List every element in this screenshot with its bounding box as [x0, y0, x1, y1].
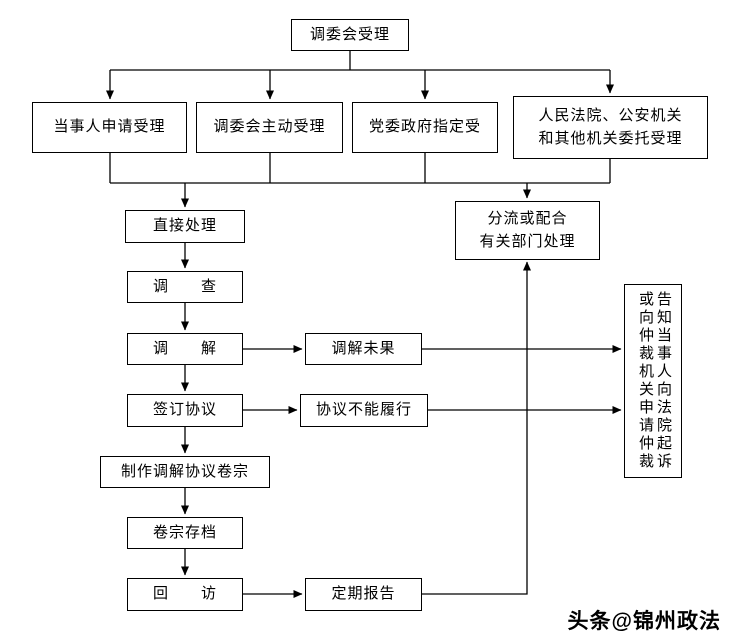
- node-notice-col1: 告知当事人向法院起诉: [655, 291, 671, 471]
- node-committee-accept-label: 调委会受理: [309, 26, 390, 43]
- node-committee-initiative-label: 调委会主动受理: [213, 119, 326, 136]
- node-sign-agreement: 签订协议: [127, 394, 243, 427]
- node-divert-line2: 有关部门处理: [479, 233, 576, 250]
- node-divert-line1: 分流或配合: [487, 211, 568, 227]
- node-direct-handle: 直接处理: [125, 210, 245, 243]
- node-party-apply-label: 当事人申请受理: [53, 119, 166, 136]
- node-periodic-report: 定期报告: [305, 578, 422, 611]
- watermark-handle: @锦州政法: [611, 610, 721, 633]
- node-dossier-archive-label: 卷宗存档: [152, 524, 217, 541]
- node-court-delegate-line2: 和其他机关委托受理: [538, 130, 683, 147]
- node-investigate: 调 查: [127, 271, 243, 303]
- node-make-dossier: 制作调解协议卷宗: [100, 456, 270, 488]
- node-investigate-label: 调 查: [152, 278, 217, 295]
- node-notice-col2: 或向仲裁机关申请仲裁: [637, 291, 653, 471]
- node-periodic-report-label: 定期报告: [331, 586, 396, 603]
- node-return-visit: 回 访: [127, 578, 243, 611]
- node-agreement-not-performed: 协议不能履行: [300, 394, 428, 427]
- node-return-visit-label: 回 访: [152, 586, 217, 603]
- node-party-apply: 当事人申请受理: [32, 102, 187, 153]
- node-committee-initiative: 调委会主动受理: [196, 102, 343, 153]
- node-party-gov-assign: 党委政府指定受: [352, 102, 498, 153]
- node-sign-agreement-label: 签订协议: [152, 402, 217, 419]
- node-agreement-not-performed-label: 协议不能履行: [315, 402, 412, 419]
- watermark-brand: 头条: [567, 610, 612, 633]
- node-notice-litigation-arbitration: 告知当事人向法院起诉 或向仲裁机关申请仲裁: [624, 284, 682, 478]
- node-party-gov-assign-label: 党委政府指定受: [368, 119, 481, 136]
- node-dossier-archive: 卷宗存档: [127, 517, 243, 549]
- node-committee-accept: 调委会受理: [291, 19, 409, 51]
- node-mediate-label: 调 解: [152, 340, 217, 357]
- node-mediate-no-result-label: 调解未果: [331, 340, 396, 357]
- node-court-delegate-line1: 人民法院、公安机关: [538, 108, 683, 124]
- watermark: 头条@锦州政法: [568, 605, 721, 635]
- node-mediate: 调 解: [127, 333, 243, 365]
- node-direct-handle-label: 直接处理: [152, 218, 217, 235]
- node-court-delegate: 人民法院、公安机关 和其他机关委托受理: [513, 96, 708, 159]
- node-make-dossier-label: 制作调解协议卷宗: [120, 463, 249, 480]
- node-mediate-no-result: 调解未果: [305, 333, 422, 365]
- node-divert: 分流或配合 有关部门处理: [455, 201, 600, 260]
